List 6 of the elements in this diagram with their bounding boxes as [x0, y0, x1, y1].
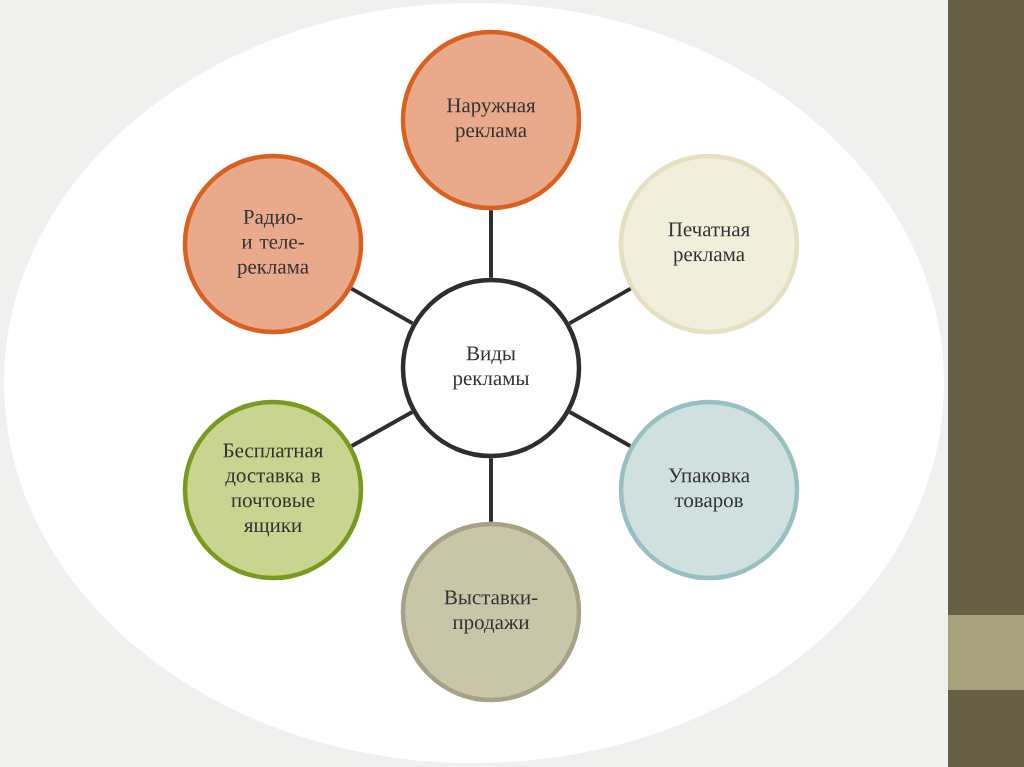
connector-line — [489, 210, 493, 278]
connector-line — [350, 286, 414, 326]
connector-line — [568, 286, 632, 326]
connector-line — [489, 458, 493, 522]
connector-line — [568, 410, 632, 448]
connector-line — [350, 410, 414, 448]
